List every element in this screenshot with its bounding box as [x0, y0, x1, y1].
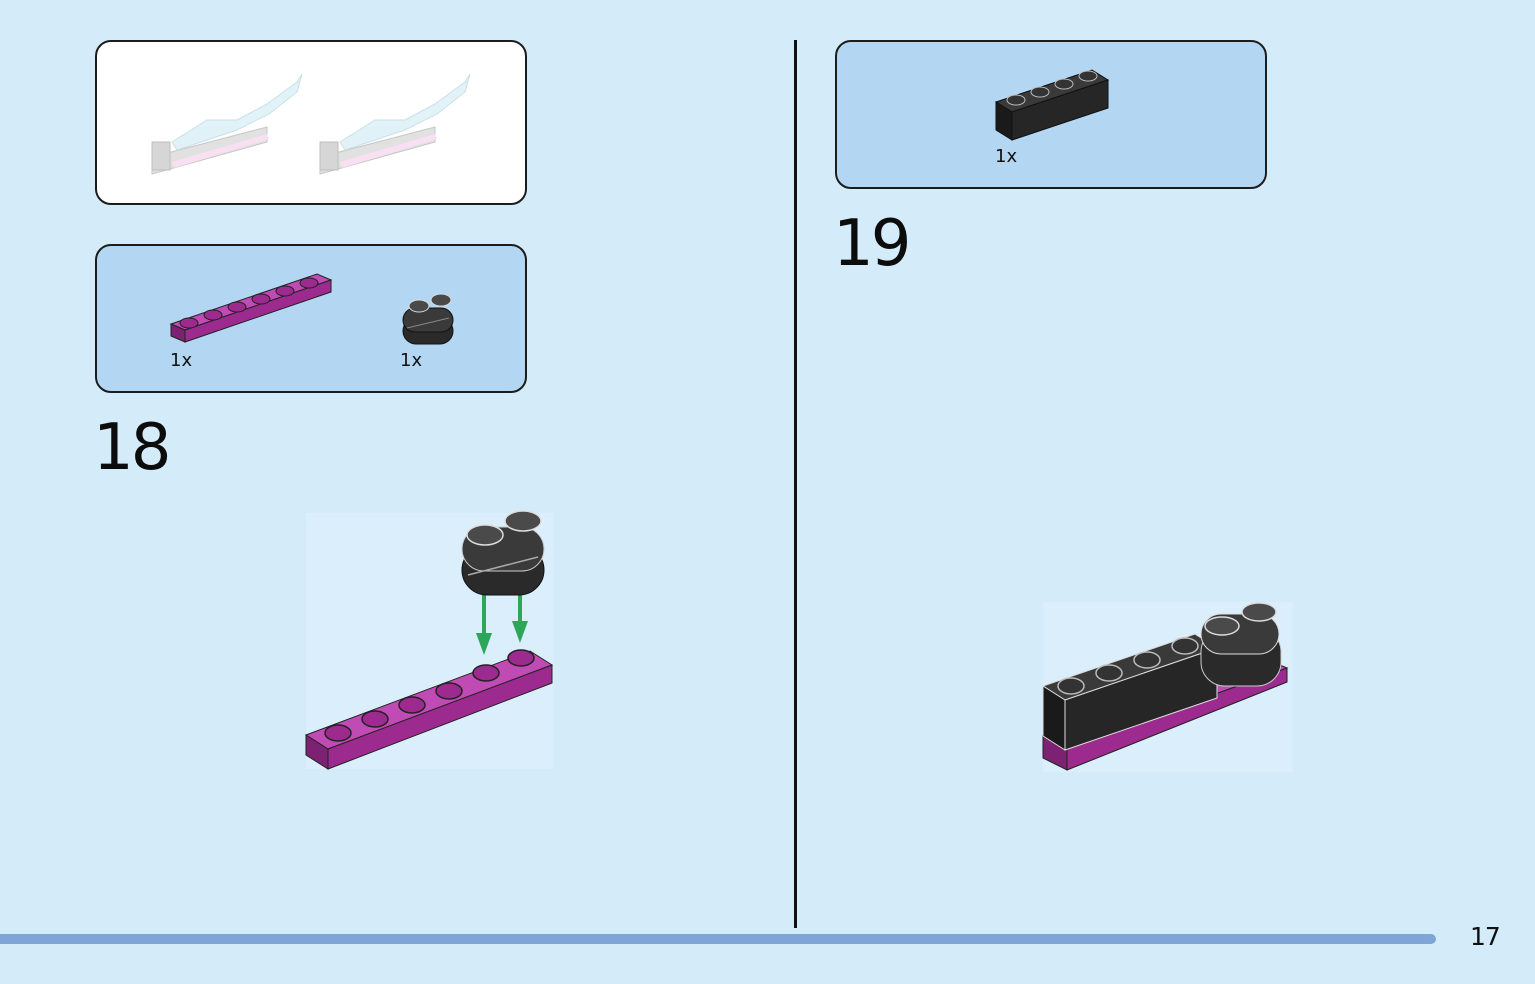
step-19-build-illustration: [1041, 602, 1293, 772]
step-18-build-illustration: [304, 510, 554, 770]
brick-quantity-label: 1x: [995, 146, 1018, 167]
plate-quantity-label: 1x: [170, 350, 193, 371]
faded-wing-model-left: [151, 73, 303, 175]
step-number-19: 19: [833, 207, 911, 281]
plate-1x6-magenta-part: [169, 273, 333, 343]
step-18-parts-panel: 1x 1x: [95, 244, 527, 393]
previous-build-preview-panel: [95, 40, 527, 205]
step-number-18: 18: [93, 411, 171, 485]
page-divider: [794, 40, 797, 928]
page-progress-bar: [0, 934, 1436, 944]
page-number: 17: [1470, 922, 1501, 951]
bar-holder-black-part: [402, 293, 454, 345]
brick-1x4-black-part: [994, 69, 1110, 141]
bar-holder-quantity-label: 1x: [400, 350, 423, 371]
step-19-parts-panel: 1x: [835, 40, 1267, 189]
previous-build-preview-illustration: [151, 73, 471, 175]
faded-wing-model-right: [319, 73, 471, 175]
